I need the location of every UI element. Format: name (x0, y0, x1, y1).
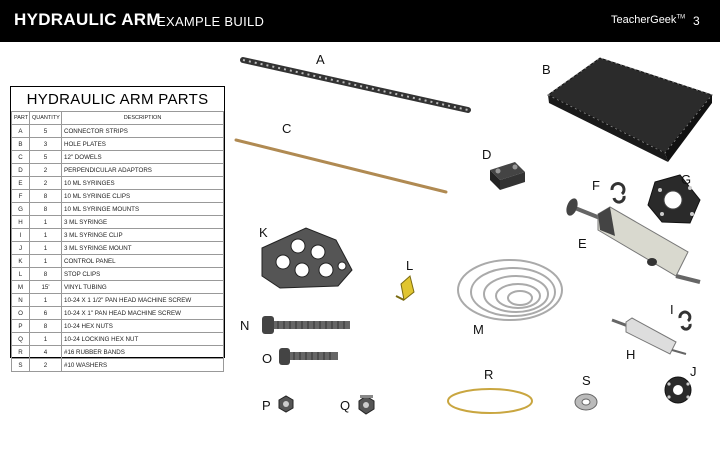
label-l: L (406, 258, 414, 273)
label-k: K (259, 225, 268, 240)
connector-strip-illustration (240, 57, 471, 113)
stop-clip-illustration (395, 275, 415, 301)
long-screw-illustration (262, 316, 350, 334)
short-screw-illustration (279, 348, 338, 365)
label-q: Q (340, 398, 351, 413)
syringe-mount-illustration (647, 174, 701, 224)
brand-name: TeacherGeekTM (611, 14, 685, 26)
page-subtitle: EXAMPLE BUILD (157, 14, 265, 29)
page-number: 3 (693, 14, 700, 28)
dowel-illustration (234, 138, 448, 194)
label-h: H (626, 347, 636, 362)
page-title: HYDRAULIC ARM (14, 10, 161, 29)
perpendicular-adaptor-illustration (490, 162, 525, 190)
vinyl-tubing-illustration (457, 259, 563, 321)
label-d: D (482, 147, 492, 162)
rubber-band-illustration (447, 388, 533, 414)
trademark: TM (676, 14, 686, 21)
syringe-10ml-illustration (566, 198, 701, 284)
control-panel-illustration (261, 227, 353, 289)
small-syringe-clip-illustration (678, 310, 692, 331)
parts-table-title: HYDRAULIC ARM PARTS (26, 91, 209, 108)
label-p: P (262, 398, 271, 413)
small-syringe-mount-illustration (664, 376, 692, 404)
header-bar: HYDRAULIC ARM EXAMPLE BUILD TeacherGeekT… (0, 0, 720, 42)
label-j: J (690, 364, 697, 379)
label-c: C (282, 121, 292, 136)
label-a: A (316, 52, 325, 67)
label-n: N (240, 318, 250, 333)
label-o: O (262, 351, 273, 366)
hole-plate-illustration (547, 57, 713, 162)
table-header-row: PART QUANTITY DESCRIPTION (11, 111, 224, 125)
label-e: E (578, 236, 587, 251)
brand-text: TeacherGeek (611, 14, 677, 26)
label-g: G (681, 172, 692, 187)
label-s: S (582, 373, 591, 388)
label-f: F (592, 178, 600, 193)
locking-hex-nut-illustration (358, 395, 375, 415)
label-i: I (670, 302, 674, 317)
label-r: R (484, 367, 494, 382)
part-quantity: 2 (29, 358, 62, 372)
washer-illustration (574, 393, 598, 411)
part-description: #10 WASHERS (61, 358, 224, 372)
label-m: M (473, 322, 484, 337)
syringe-3ml-illustration (611, 317, 687, 355)
syringe-clip-illustration (610, 182, 626, 204)
hex-nut-illustration (278, 395, 294, 413)
label-b: B (542, 62, 551, 77)
parts-table-panel: HYDRAULIC ARM PARTS PART QUANTITY DESCRI… (10, 86, 225, 372)
